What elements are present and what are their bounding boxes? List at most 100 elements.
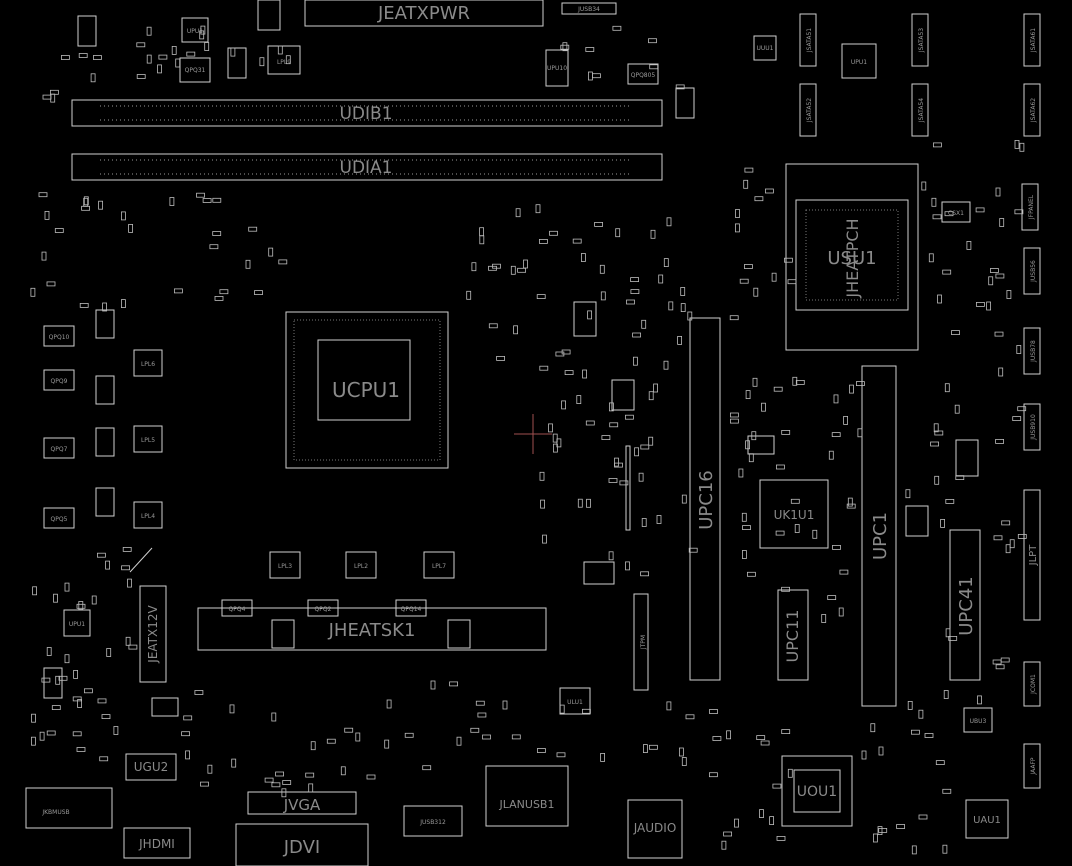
pad xyxy=(776,464,785,470)
pad xyxy=(121,211,126,221)
upc1-slot[interactable] xyxy=(861,365,897,707)
uuu1-label: UUU1 xyxy=(757,45,774,52)
ulu1-label: ULU1 xyxy=(567,699,583,706)
upc11-slot[interactable] xyxy=(777,589,809,681)
upu16-chip xyxy=(905,505,929,537)
jsata53-connector[interactable] xyxy=(911,13,929,67)
qpq31-label: QPQ31 xyxy=(185,67,206,74)
upu1-controller-label: UPU1 xyxy=(69,621,85,628)
diagonal-trace xyxy=(129,547,153,573)
pad xyxy=(650,229,656,239)
qpq14-label: QPQ14 xyxy=(401,606,422,613)
uou1-outline xyxy=(781,755,853,827)
pad xyxy=(648,391,654,401)
jusb312-header[interactable] xyxy=(403,805,463,837)
qpq7-mosfet xyxy=(43,437,75,459)
upc41-slot[interactable] xyxy=(949,529,981,681)
pad xyxy=(553,443,558,453)
pad xyxy=(73,670,78,679)
jusb910-header[interactable] xyxy=(1023,403,1041,451)
jhdmi-connector[interactable] xyxy=(123,827,191,859)
pad xyxy=(658,274,664,284)
uk1u1-chip[interactable] xyxy=(759,479,829,549)
jsata54-connector[interactable] xyxy=(911,83,929,137)
pad xyxy=(128,644,138,650)
pad xyxy=(648,38,657,44)
lpl9-inductor xyxy=(267,45,301,75)
jusb78-label: JUSB78 xyxy=(1030,340,1037,363)
lpl9-label: LPL9 xyxy=(277,59,291,66)
jeatxpwr-connector[interactable] xyxy=(304,0,544,27)
upu10-chip xyxy=(545,49,569,87)
pad xyxy=(896,824,905,829)
udib1-dimm-slot[interactable] xyxy=(71,99,663,127)
pad xyxy=(993,535,1003,541)
pad xyxy=(709,709,718,714)
ucpu1-socket[interactable] xyxy=(285,311,449,469)
pad xyxy=(194,690,204,695)
jcom1-header[interactable] xyxy=(1023,661,1041,707)
jlanusb1-connector[interactable] xyxy=(485,765,569,827)
pch-outline xyxy=(785,163,919,351)
ugu2-label: UGU2 xyxy=(134,760,169,774)
udia1-dimm-slot[interactable] xyxy=(71,153,663,181)
upc16-slot[interactable] xyxy=(689,317,721,681)
qpq-right-top xyxy=(675,87,695,119)
pad xyxy=(612,25,622,31)
jtpm-header[interactable] xyxy=(633,593,649,691)
pad xyxy=(204,42,210,51)
pad xyxy=(776,836,786,841)
pad xyxy=(753,287,759,297)
pad xyxy=(366,774,376,780)
jkbmusb-connector[interactable] xyxy=(25,787,113,829)
jlpt-header[interactable] xyxy=(1023,489,1041,621)
lpl3-label: LPL3 xyxy=(278,563,292,570)
pad xyxy=(121,299,126,309)
pad xyxy=(781,429,791,435)
jsata61-label: JSATA61 xyxy=(1030,28,1037,53)
jfpanel-header[interactable] xyxy=(1021,183,1039,231)
pad xyxy=(995,273,1005,279)
qpq11-mosfet xyxy=(95,375,115,405)
qpq-top-left xyxy=(77,15,97,47)
pad xyxy=(787,279,797,285)
jdvi-connector[interactable] xyxy=(235,823,369,866)
pad xyxy=(878,828,888,833)
pad xyxy=(999,218,1005,227)
usu1-pch-chip[interactable] xyxy=(795,199,909,311)
pad xyxy=(735,209,740,218)
jusb34-header[interactable] xyxy=(561,2,617,15)
lpl5-inductor xyxy=(133,425,163,453)
upc1-label: UPC1 xyxy=(870,512,891,560)
pad xyxy=(271,712,277,722)
jaudio-connector[interactable] xyxy=(627,799,683,859)
pad xyxy=(918,814,928,820)
qpq10-label: QPQ10 xyxy=(49,334,70,341)
jeatxpwr-label: JEATXPWR xyxy=(377,3,470,24)
pad xyxy=(709,772,718,778)
uou1-chip[interactable] xyxy=(793,769,841,813)
jusb78-header[interactable] xyxy=(1023,327,1041,375)
jvga-connector[interactable] xyxy=(247,791,357,815)
jaafp-label: JAAFP xyxy=(1030,757,1037,775)
jsata62-connector[interactable] xyxy=(1023,83,1041,137)
pad xyxy=(600,753,605,762)
jsata51-connector[interactable] xyxy=(799,13,817,67)
pad xyxy=(539,471,545,481)
jsata52-connector[interactable] xyxy=(799,83,817,137)
pad xyxy=(41,677,51,683)
jsata61-connector[interactable] xyxy=(1023,13,1041,67)
jusb910-label: JUSB910 xyxy=(1030,414,1037,441)
pad xyxy=(632,332,641,338)
jusb56-header[interactable] xyxy=(1023,247,1041,295)
pad xyxy=(688,547,698,553)
uau1-chip[interactable] xyxy=(965,799,1009,839)
jaafp-header[interactable] xyxy=(1023,743,1041,789)
pad xyxy=(933,142,942,148)
pad xyxy=(556,752,566,758)
pad xyxy=(594,221,603,227)
jeatx12v-connector[interactable] xyxy=(139,585,167,683)
ucpu1-core xyxy=(317,339,411,421)
pad xyxy=(931,197,937,207)
pad xyxy=(741,512,747,522)
